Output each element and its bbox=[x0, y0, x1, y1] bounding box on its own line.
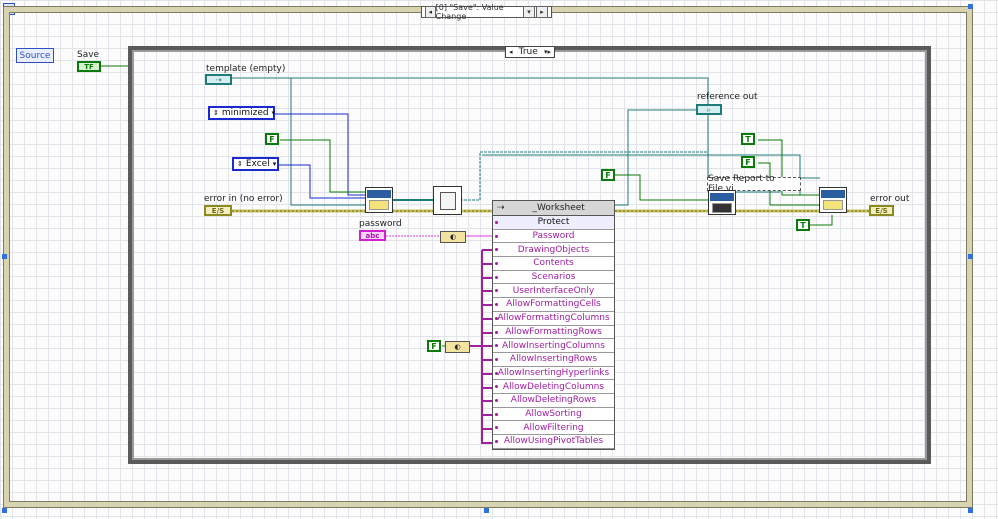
resize-handle-left[interactable] bbox=[2, 254, 7, 259]
param-row[interactable]: DrawingObjects bbox=[493, 243, 614, 258]
window-state-enum[interactable]: ⇕ minimized ▾ bbox=[208, 106, 275, 120]
case-dropdown-icon[interactable]: ▾▸ bbox=[543, 48, 551, 56]
param-row[interactable]: AllowFormattingColumns bbox=[493, 312, 614, 326]
save-report-label: Save Report to File.vi bbox=[707, 174, 801, 194]
enum-dropdown-icon[interactable]: ▾ bbox=[272, 160, 277, 168]
false-constant-4[interactable]: F bbox=[741, 156, 755, 168]
new-report-subvi[interactable] bbox=[365, 187, 393, 213]
resize-handle-bottom-left[interactable] bbox=[2, 508, 7, 513]
save-report-subvi[interactable] bbox=[708, 190, 736, 215]
event-source-terminal[interactable]: Source bbox=[16, 48, 54, 63]
error-in-label: error in (no error) bbox=[204, 194, 283, 204]
save-control-label: Save bbox=[77, 50, 100, 60]
resize-handle-bottom-right[interactable] bbox=[968, 508, 973, 513]
new-report-icon bbox=[369, 200, 389, 210]
param-row[interactable]: Contents bbox=[493, 257, 614, 271]
reference-out-label: reference out bbox=[697, 92, 758, 102]
true-constant-2[interactable]: T bbox=[796, 219, 810, 231]
param-row[interactable]: AllowInsertingRows bbox=[493, 353, 614, 367]
subvi-banner bbox=[710, 192, 734, 201]
subvi-banner bbox=[367, 190, 391, 198]
document-icon bbox=[439, 191, 456, 210]
save-disk-icon bbox=[712, 202, 732, 213]
password-label: password bbox=[359, 219, 402, 229]
resize-handle-bottom[interactable] bbox=[484, 508, 489, 513]
reference-out-terminal[interactable]: ▹ bbox=[696, 104, 722, 115]
true-constant-1[interactable]: T bbox=[741, 133, 755, 145]
resize-handle-top-right[interactable] bbox=[968, 4, 973, 9]
param-row[interactable]: AllowFormattingRows bbox=[493, 326, 614, 340]
param-row[interactable]: AllowDeletingRows bbox=[493, 394, 614, 408]
save-terminal[interactable]: TF bbox=[77, 61, 101, 72]
enum-inc-icon: ⇕ bbox=[237, 160, 243, 168]
to-variant-node[interactable]: ◐ bbox=[440, 231, 466, 243]
case-prev-icon[interactable]: ◂ bbox=[509, 48, 513, 56]
false-constant-2[interactable]: F bbox=[427, 340, 441, 352]
dispose-report-subvi[interactable] bbox=[819, 187, 847, 213]
param-row[interactable]: Password bbox=[493, 230, 614, 244]
param-row[interactable]: AllowInsertingHyperlinks bbox=[493, 367, 614, 381]
enum-inc-icon: ⇕ bbox=[213, 109, 219, 117]
invoke-method-name[interactable]: Protect bbox=[493, 216, 614, 230]
refnum-arrow-icon: ⇢ bbox=[497, 203, 505, 213]
false-constant-1[interactable]: F bbox=[265, 133, 279, 145]
case-selector[interactable]: ◂ True ▾▸ bbox=[505, 46, 555, 58]
event-dropdown-icon[interactable]: ▾ bbox=[523, 6, 535, 18]
password-terminal[interactable]: abc bbox=[359, 230, 386, 241]
false-constant-3[interactable]: F bbox=[601, 169, 615, 181]
template-label: template (empty) bbox=[206, 64, 286, 74]
error-out-terminal[interactable]: E/S bbox=[869, 205, 894, 216]
event-selector-label: [0] "Save": Value Change bbox=[435, 3, 504, 21]
error-out-label: error out bbox=[870, 194, 910, 204]
param-row[interactable]: AllowFormattingCells bbox=[493, 298, 614, 312]
invoke-node-header[interactable]: ⇢ _Worksheet bbox=[493, 201, 614, 216]
case-selector-label: True bbox=[518, 47, 538, 57]
worksheet-invoke-node[interactable]: ⇢ _Worksheet Protect Password DrawingObj… bbox=[492, 200, 615, 450]
param-row[interactable]: AllowFiltering bbox=[493, 421, 614, 435]
param-row[interactable]: AllowUsingPivotTables bbox=[493, 435, 614, 449]
param-row[interactable]: AllowSorting bbox=[493, 408, 614, 422]
invoke-node-class: _Worksheet bbox=[532, 203, 585, 213]
enum-dropdown-icon[interactable]: ▾ bbox=[271, 109, 276, 117]
to-variant-node-2[interactable]: ◐ bbox=[445, 341, 470, 353]
get-excel-refnum-subvi[interactable] bbox=[433, 186, 462, 215]
resize-handle-right[interactable] bbox=[968, 254, 973, 259]
param-row[interactable]: AllowDeletingColumns bbox=[493, 380, 614, 394]
param-row[interactable]: Scenarios bbox=[493, 271, 614, 285]
trash-icon bbox=[823, 200, 843, 210]
param-row[interactable]: UserInterfaceOnly bbox=[493, 284, 614, 299]
param-row[interactable]: AllowInsertingColumns bbox=[493, 339, 614, 353]
report-type-enum[interactable]: ⇕ Excel ▾ bbox=[232, 157, 279, 171]
subvi-banner bbox=[821, 190, 845, 198]
next-event-arrow-icon[interactable]: ▸ bbox=[536, 6, 548, 18]
prev-event-arrow-icon[interactable]: ◂ bbox=[425, 6, 436, 18]
event-case-selector[interactable]: ◂ [0] "Save": Value Change ▾ ▸ bbox=[421, 3, 552, 21]
template-terminal[interactable]: ⇢ bbox=[205, 74, 232, 85]
error-in-terminal[interactable]: E/S bbox=[204, 205, 232, 216]
